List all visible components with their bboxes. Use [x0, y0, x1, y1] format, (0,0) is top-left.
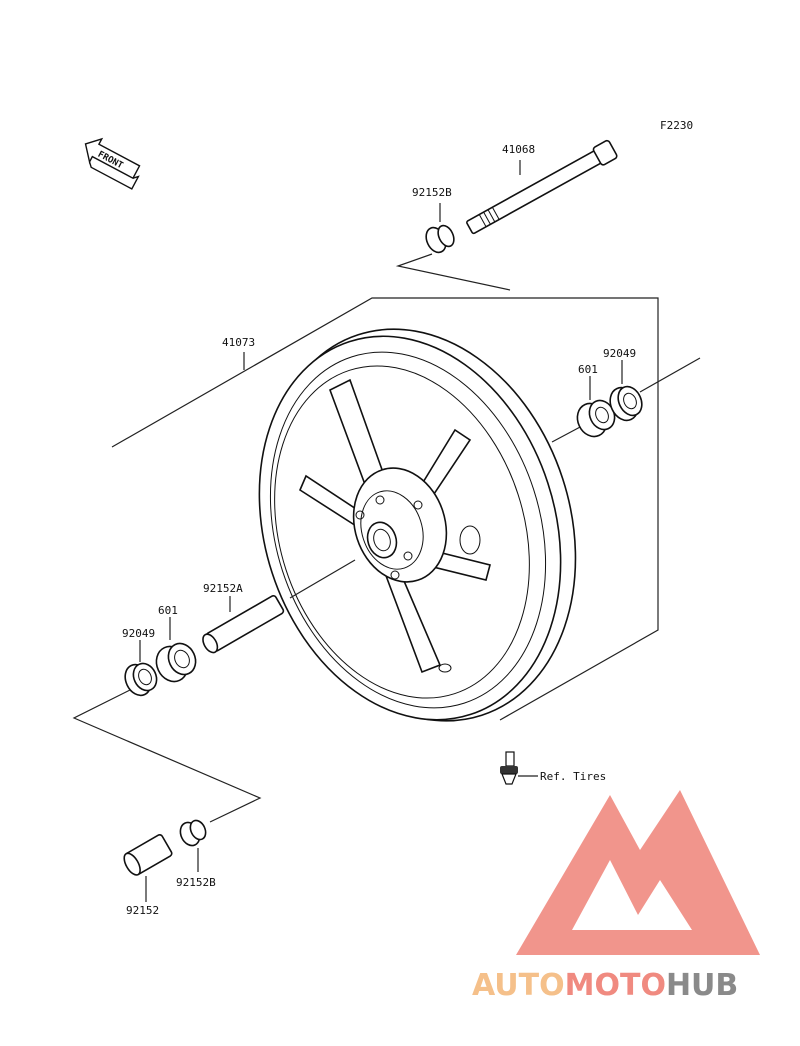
label-601-right: 601 — [578, 363, 598, 376]
front-arrow-icon: FRONT — [84, 137, 141, 190]
bearing-601-left — [155, 617, 197, 683]
boundary-line — [111, 297, 659, 721]
label-92152b-top: 92152B — [412, 186, 452, 199]
watermark-auto: AUTO — [472, 968, 565, 1003]
figure-code: F2230 — [660, 119, 693, 132]
collar-92152b-bottom — [179, 819, 207, 872]
axis-line-top — [395, 253, 511, 291]
collar-92152 — [123, 834, 173, 902]
watermark-moto: MOTO — [565, 968, 666, 1003]
label-92152a: 92152A — [203, 582, 243, 595]
watermark-hub: HUB — [666, 968, 738, 1003]
axis-line-right-inner — [551, 425, 583, 443]
label-92049-right: 92049 — [603, 347, 636, 360]
axis-line-bottom — [72, 689, 262, 823]
wheel-41073 — [258, 328, 577, 722]
label-41068: 41068 — [502, 143, 535, 156]
spacer-92152a — [202, 595, 285, 654]
seal-92049-left — [124, 640, 158, 697]
valve-icon — [500, 751, 538, 785]
label-92152: 92152 — [126, 904, 159, 917]
axis-line-right — [639, 357, 701, 393]
label-92152b-bottom: 92152B — [176, 876, 216, 889]
axle-41068 — [466, 139, 618, 235]
axis-line-center — [289, 559, 356, 599]
bearing-601-right — [576, 376, 616, 438]
ref-tires-label: Ref. Tires — [540, 770, 606, 783]
watermark-text: AUTOMOTOHUB — [472, 968, 738, 1003]
watermark-logo-icon — [516, 790, 760, 955]
label-601-left: 601 — [158, 604, 178, 617]
label-41073: 41073 — [222, 336, 255, 349]
collar-92152b-top — [425, 203, 455, 254]
label-92049-left: 92049 — [122, 627, 155, 640]
seal-92049-right — [609, 360, 643, 422]
